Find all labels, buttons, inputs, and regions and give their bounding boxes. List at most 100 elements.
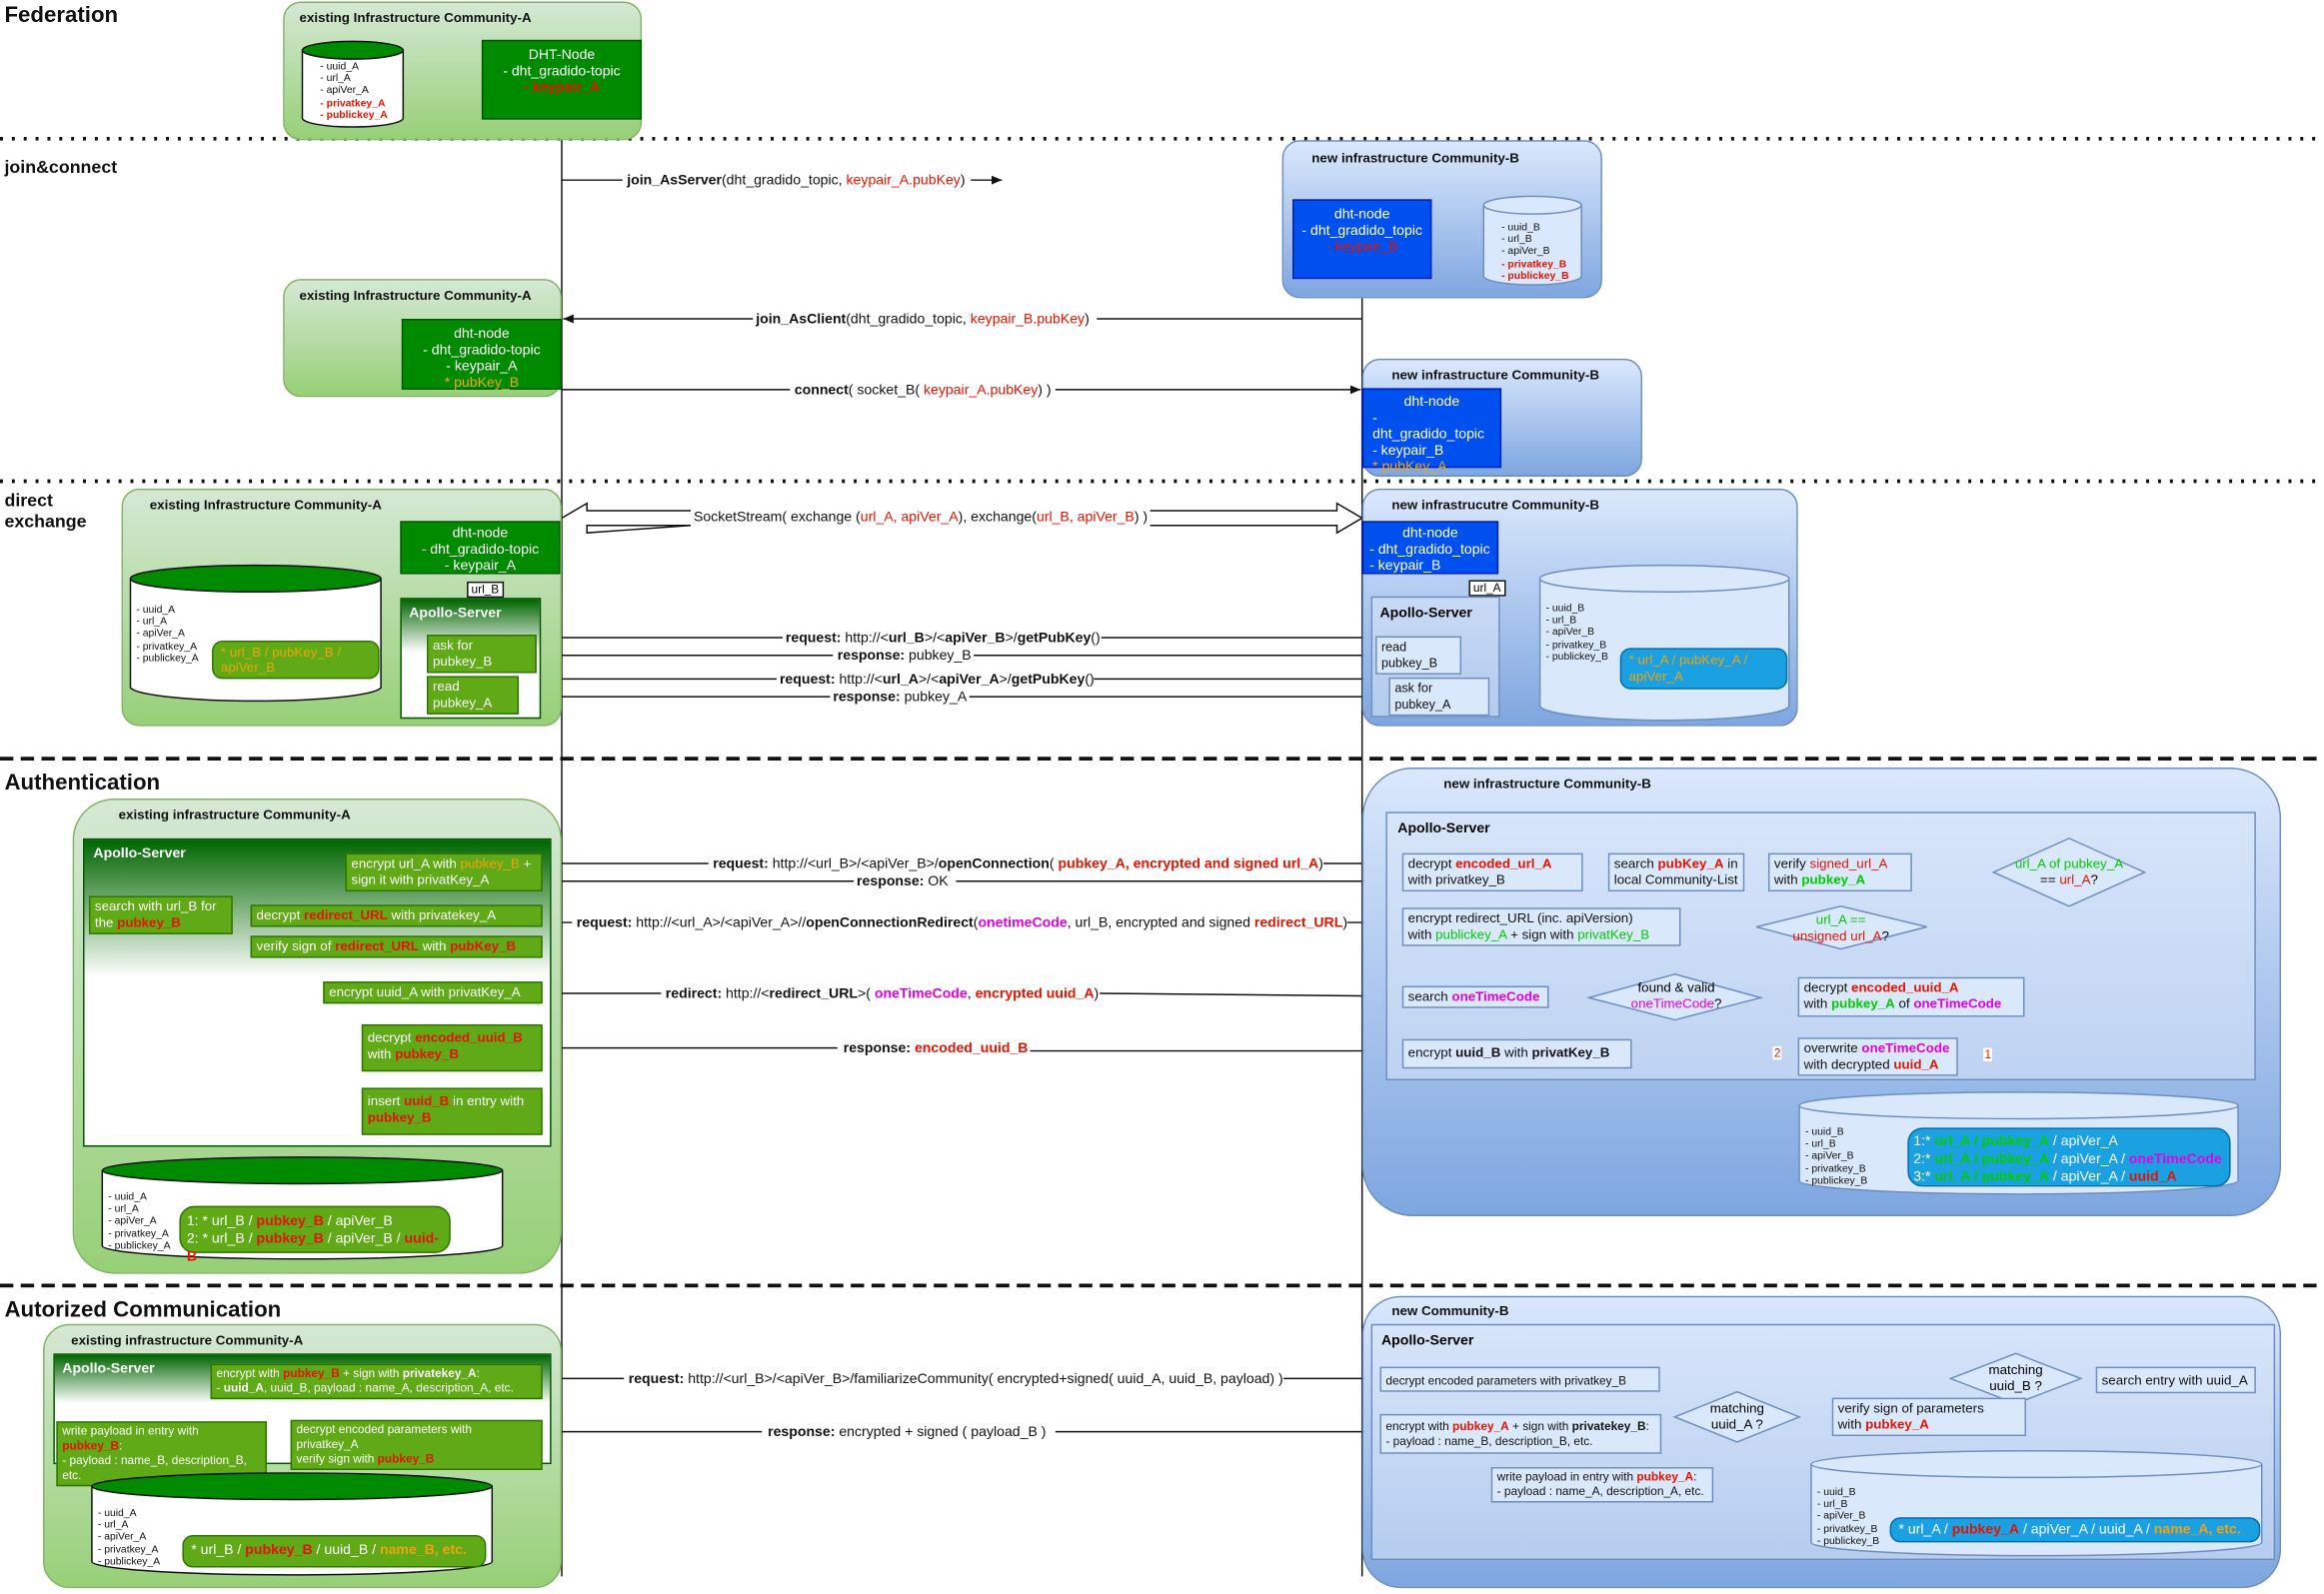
db-fields-b-join: - uuid_B - url_B - apiVer_B - privatkey_… (1501, 223, 1569, 282)
area-title: existing infrastructure Community-A (71, 1332, 304, 1348)
area-title: new infrastructure Community-B (1311, 150, 1519, 166)
apollo-title: Apollo-Server (93, 845, 186, 862)
a-decrypt-redirect: decrypt redirect_URL with privatekey_A (250, 904, 543, 927)
b-autz-encrypt: encrypt with pubkey_A + sign with privat… (1379, 1413, 1662, 1454)
a-encrypt-url: encrypt url_A with pubkey_B +sign it wit… (345, 852, 543, 892)
area-title: new infrastructure Community-B (1443, 776, 1651, 792)
url-a-tag: url_A (1468, 580, 1506, 597)
area-title: existing Infrastructure Community-A (299, 287, 532, 303)
read-pubkey-a: read pubkey_A (427, 676, 519, 715)
apollo-title: Apollo-Server (1397, 820, 1490, 837)
url-b-tag: url_B (467, 581, 504, 599)
section-autorized: Autorized Communication (4, 1297, 282, 1323)
section-join-connect: join&connect (4, 156, 118, 178)
entry-pill-a-direct: * url_B / pubKey_B / apiVer_B (212, 640, 380, 680)
section-exchange: exchange (4, 511, 87, 532)
b-search-onetimecode: search oneTimeCode (1401, 985, 1549, 1008)
msg-socket-stream: SocketStream( exchange (url_A, apiVer_A)… (693, 509, 1149, 526)
b-encrypt-uuid: encrypt uuid_B with privatKey_B (1401, 1038, 1632, 1069)
db-fields-b-autz: - uuid_B - url_B - apiVer_B - privatkey_… (1816, 1487, 1880, 1547)
read-pubkey-b: read pubkey_B (1375, 636, 1462, 675)
area-title: existing Infrastructure Community-A (299, 10, 532, 26)
area-title: new Community-B (1391, 1303, 1509, 1318)
msg-response-pubkey-a: response: pubkey_A (833, 689, 968, 706)
db-fields-a-direct: - uuid_A - url_A - apiVer_A - privatkey_… (136, 605, 199, 665)
ask-pubkey-b: ask for pubkey_B (427, 635, 537, 674)
msg-request-pubkey-b: request: http://<url_B>/<apiVer_B>/getPu… (785, 630, 1101, 647)
entry-pill-b-autz: * url_A / pubkey_A / apiVer_A / uuid_A /… (1889, 1517, 2261, 1543)
entry-pill-b-direct: * url_A / pubKey_A / apiVer_A (1619, 648, 1788, 690)
entry-pill-b-auth: 1:* url_A / pubkey_A / apiVer_A 2:* url_… (1907, 1127, 2231, 1187)
a-autz-decrypt: decrypt encoded parameters with privatke… (290, 1419, 543, 1470)
db-fields-b-auth: - uuid_B - url_B - apiVer_B - privatkey_… (1805, 1127, 1868, 1187)
socket-stream-arrow (561, 502, 1364, 535)
dht-node-b-join: dht-node - dht_gradido_topic - keypair_B (1292, 199, 1432, 280)
b-autz-decrypt: decrypt encoded parameters with privatke… (1379, 1366, 1660, 1392)
dht-node-a-direct: dht-node - dht_gradido-topic - keypair_A (400, 521, 561, 575)
ask-pubkey-a: ask for pubkey_A (1388, 677, 1490, 717)
msg-familiarize-response: response: encrypted + signed ( payload_B… (768, 1424, 1047, 1441)
section-direct: direct (4, 490, 53, 512)
msg-open-connection: request: http://<url_B>/<apiVer_B>/openC… (713, 855, 1323, 872)
a-verify-redirect: verify sign of redirect_URL with pubKey_… (250, 935, 543, 958)
msg-redirect: redirect: http://<redirect_URL>( oneTime… (665, 985, 1100, 1002)
a-encrypt-uuid: encrypt uuid_A with privatKey_A (323, 981, 543, 1004)
entry-pill-a-auth: 1: * url_B / pubkey_B / apiVer_B 2: * ur… (179, 1205, 451, 1265)
apollo-title: Apollo-Server (62, 1360, 155, 1377)
apollo-title: Apollo-Server (409, 605, 502, 622)
b-autz-write-payload: write payload in entry with pubkey_A:- p… (1490, 1467, 1714, 1503)
msg-join-as-server: join_AsServer(dht_gradido_topic, keypair… (627, 172, 966, 190)
entry-pill-a-autz: * url_B / pubkey_B / uuid_B / name_B, et… (182, 1534, 487, 1568)
db-fields-b-direct: - uuid_B - url_B - apiVer_B - privatkey_… (1545, 604, 1608, 663)
db-fields-a-auth: - uuid_A - url_A - apiVer_A - privatkey_… (108, 1192, 171, 1252)
msg-familiarize-request: request: http://<url_B>/<apiVer_B>/famil… (628, 1371, 1283, 1388)
dht-node-b-direct: dht-node - dht_gradido_topic - keypair_B (1361, 521, 1499, 575)
apollo-title: Apollo-Server (1379, 605, 1472, 622)
msg-connect: connect( socket_B( keypair_A.pubKey) ) (794, 382, 1052, 399)
b-decision-unsigned-url: url_A ==unsigned url_A? (1792, 911, 1889, 943)
msg-response-ok: response: OK (857, 873, 949, 890)
msg-open-connection-redirect: request: http://<url_A>/<apiVer_A>//open… (576, 914, 1348, 931)
a-autz-encrypt: encrypt with pubkey_B + sign with privat… (210, 1363, 543, 1400)
area-title: new infrastrucutre Community-B (1391, 497, 1599, 513)
area-title: existing infrastructure Community-A (118, 806, 351, 822)
db-fields-federation: - uuid_A - url_A - apiVer_A - privatkey_… (320, 62, 388, 121)
b-autz-search-entry: search entry with uuid_A (2095, 1366, 2256, 1394)
db-fields-a-autz: - uuid_A - url_A - apiVer_A - privatkey_… (97, 1508, 161, 1568)
dht-node-a-join: dht-node - dht_gradido-topic - keypair_A… (401, 319, 562, 391)
dht-node-b-connect: dht-node - dht_gradido_topic - keypair_B… (1361, 388, 1502, 476)
msg-response-uuid-b: response: encoded_uuid_B (843, 1040, 1029, 1057)
dht-node-a-federation: DHT-Node - dht_gradido-topic - keypair_A (481, 39, 643, 120)
section-authentication: Authentication (4, 770, 161, 797)
msg-request-pubkey-a: request: http://<url_A>/<apiVer_A>/getPu… (779, 671, 1095, 689)
branch-label-1: 1 (1982, 1047, 1993, 1061)
area-title: existing Infrastructure Community-A (149, 497, 382, 513)
apollo-title: Apollo-Server (1380, 1332, 1474, 1349)
area-title: new infrastructure Community-B (1391, 367, 1599, 383)
branch-label-2: 2 (1772, 1046, 1782, 1060)
b-encrypt-redirect: encrypt redirect_URL (inc. apiVersion)wi… (1401, 907, 1681, 946)
b-decision-url-match: url_A of pubkey_A== url_A? (2014, 855, 2124, 887)
msg-join-as-client: join_AsClient(dht_gradido_topic, keypair… (756, 311, 1090, 328)
msg-response-pubkey-b: response: pubkey_B (837, 648, 972, 665)
section-federation: Federation (4, 2, 119, 29)
